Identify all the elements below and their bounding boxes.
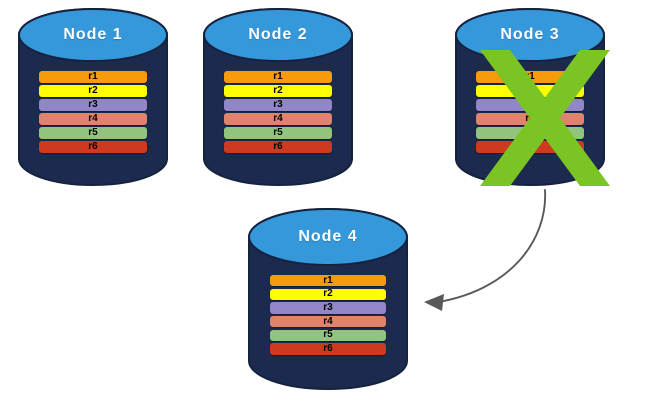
row-label: r2	[88, 84, 98, 96]
row-bar[interactable]: r5	[224, 126, 332, 139]
node-rows-3: r1 r2 r3 r4 r5 r6	[455, 71, 605, 155]
row-label: r1	[88, 70, 98, 82]
row-bar[interactable]: r4	[476, 112, 584, 125]
row-label: r4	[525, 112, 535, 124]
row-bar[interactable]: r1	[39, 71, 147, 83]
node-cylinder-3[interactable]: Node 3 r1 r2 r3 r4 r5 r6	[455, 8, 605, 186]
node-rows-1: r1 r2 r3 r4 r5 r6	[18, 71, 168, 155]
row-label: r1	[273, 70, 283, 82]
row-bar[interactable]: r2	[39, 84, 147, 97]
node-title-1: Node 1	[63, 26, 123, 43]
row-label: r2	[323, 288, 333, 300]
row-label: r4	[323, 315, 333, 327]
row-bar[interactable]: r4	[270, 315, 386, 328]
node-title-4: Node 4	[298, 228, 358, 245]
cylinder-top-disc	[248, 208, 408, 266]
row-bar[interactable]: r3	[224, 98, 332, 111]
node-title-2: Node 2	[248, 26, 308, 43]
row-label: r2	[525, 84, 535, 96]
row-label: r6	[525, 140, 535, 152]
row-bar[interactable]: r5	[270, 329, 386, 342]
row-label: r5	[525, 126, 535, 138]
row-label: r3	[88, 98, 98, 110]
row-bar[interactable]: r6	[476, 140, 584, 153]
row-label: r3	[525, 98, 535, 110]
row-bar[interactable]: r2	[476, 84, 584, 97]
row-label: r6	[88, 140, 98, 152]
row-bar[interactable]: r5	[476, 126, 584, 139]
node-cylinder-2[interactable]: Node 2 r1 r2 r3 r4 r5 r6	[203, 8, 353, 186]
row-bar[interactable]: r1	[270, 274, 386, 287]
row-bar[interactable]: r1	[224, 71, 332, 83]
row-label: r5	[273, 126, 283, 138]
row-bar[interactable]: r4	[39, 112, 147, 125]
row-label: r4	[88, 112, 98, 124]
cylinder-top-disc	[203, 8, 353, 62]
row-bar[interactable]: r2	[224, 84, 332, 97]
node-cylinder-1[interactable]: Node 1 r1 r2 r3 r4 r5 r6	[18, 8, 168, 186]
row-bar[interactable]: r1	[476, 71, 584, 83]
node-title-3: Node 3	[500, 26, 560, 43]
row-label: r1	[525, 70, 535, 82]
row-label: r1	[323, 274, 333, 286]
row-bar[interactable]: r6	[224, 140, 332, 153]
row-label: r4	[273, 112, 283, 124]
node-rows-2: r1 r2 r3 r4 r5 r6	[203, 71, 353, 155]
row-label: r5	[323, 329, 333, 341]
row-bar[interactable]: r3	[476, 98, 584, 111]
row-label: r6	[273, 140, 283, 152]
row-bar[interactable]: r3	[39, 98, 147, 111]
row-bar[interactable]: r3	[270, 302, 386, 314]
row-bar[interactable]: r5	[39, 126, 147, 139]
row-bar[interactable]: r4	[224, 112, 332, 125]
cylinder-top-disc	[18, 8, 168, 62]
row-bar[interactable]: r6	[39, 140, 147, 153]
row-label: r6	[323, 342, 333, 354]
row-label: r2	[273, 84, 283, 96]
row-label: r3	[323, 302, 333, 313]
row-label: r3	[273, 98, 283, 110]
row-bar[interactable]: r2	[270, 288, 386, 301]
row-bar[interactable]: r6	[270, 342, 386, 355]
row-label: r5	[88, 126, 98, 138]
